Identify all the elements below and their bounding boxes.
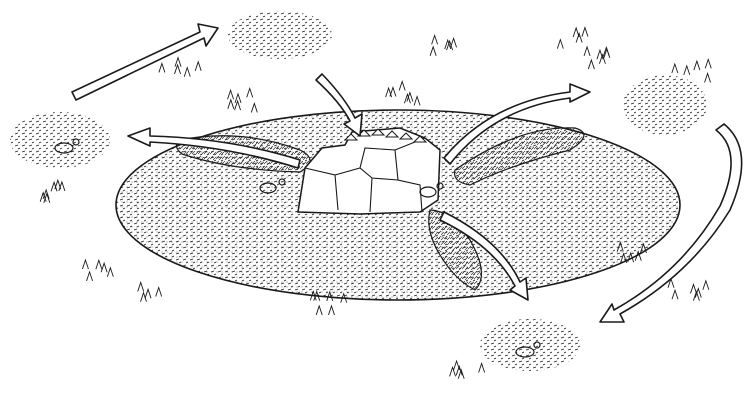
tree-icon [582, 28, 588, 37]
tree-icon [450, 367, 456, 376]
tree-icon [145, 289, 151, 298]
tree-icon [703, 281, 709, 290]
tree-icon [432, 35, 438, 44]
tree-icon [159, 63, 165, 72]
tree-icon [672, 64, 678, 73]
tree-icon [156, 288, 162, 297]
tree-icon [451, 38, 457, 47]
tree-icon [184, 68, 190, 77]
tree-icon [672, 290, 678, 299]
tree-icon [138, 282, 144, 291]
tree-icon [557, 40, 563, 49]
tree-icon [693, 292, 699, 301]
tree-icon [107, 268, 113, 277]
tree-icon [101, 263, 107, 272]
tree-icon [479, 363, 485, 372]
tree-icon [684, 66, 690, 75]
arrow-icon [72, 24, 218, 100]
tree-icon [87, 272, 93, 281]
tree-icon [407, 93, 413, 102]
tree-icon [195, 62, 201, 71]
tree-icon [705, 59, 711, 68]
tree-icon [576, 33, 582, 42]
tree-icon [414, 96, 420, 105]
tree-icon [251, 103, 257, 112]
tree-icon [694, 61, 700, 70]
tree-icon [690, 284, 696, 293]
tree-icon [386, 88, 392, 97]
tree-icon [588, 60, 594, 69]
tree-icon [228, 100, 234, 109]
tree-icon [51, 182, 57, 191]
tree-icon [247, 88, 253, 97]
tree-icon [454, 361, 460, 370]
tree-icon [316, 306, 322, 315]
tree-icon [328, 306, 334, 315]
tree-icon [82, 260, 88, 269]
tree-icon [228, 90, 234, 99]
tree-icon [430, 47, 436, 56]
tree-icon [96, 260, 102, 269]
tree-icon [399, 81, 405, 90]
tree-icon [584, 47, 590, 56]
tree-icon [705, 73, 711, 82]
